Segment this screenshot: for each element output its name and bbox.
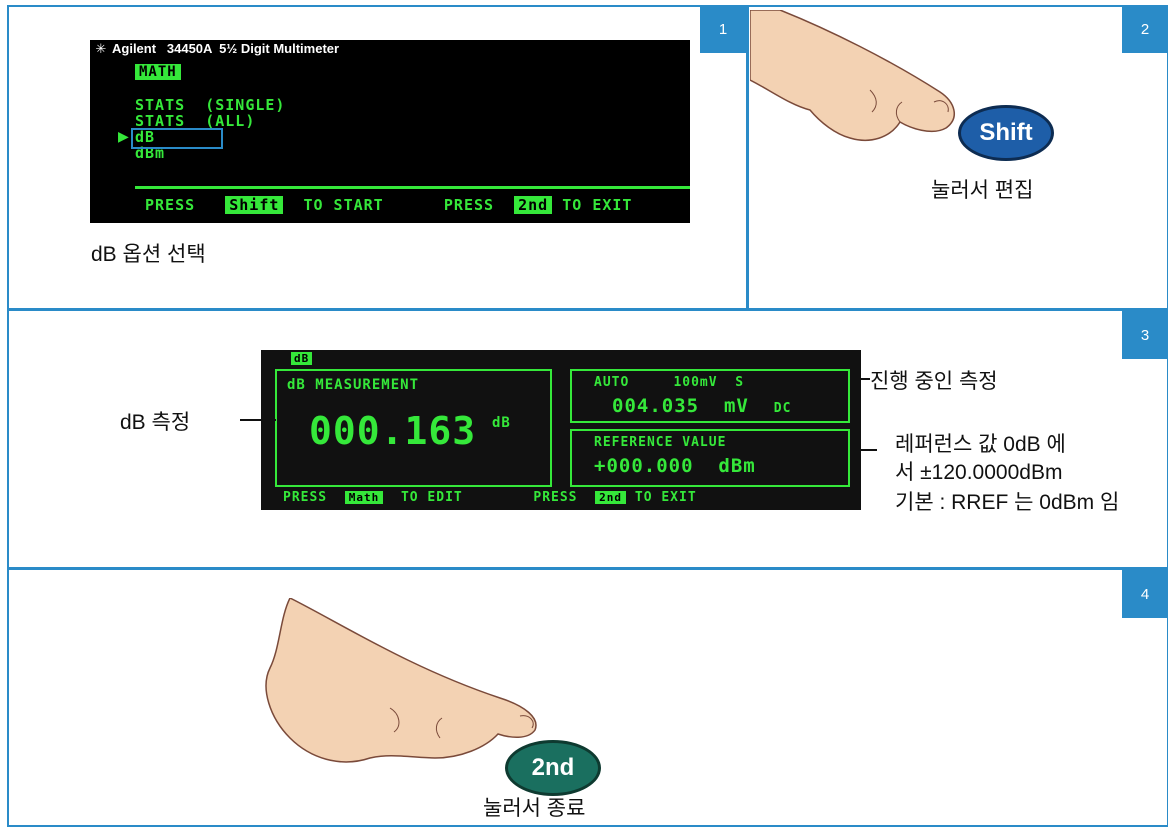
- reference-value-box: REFERENCE VALUE +000.000 dBm: [570, 429, 850, 487]
- db-measure-label: dB 측정: [120, 411, 191, 434]
- step-number-3: 3: [1122, 311, 1168, 359]
- in-progress-label: 진행 중인 측정: [870, 370, 998, 393]
- step-number-1: 1: [700, 5, 746, 53]
- reading-value-line: 004.035 mV DC: [612, 395, 792, 417]
- primary-reading-box: AUTO 100mV S 004.035 mV DC: [570, 369, 850, 423]
- menu-option-db: dB: [135, 128, 156, 146]
- db-mode-tag: dB: [291, 352, 313, 365]
- reference-value-title: REFERENCE VALUE: [594, 435, 727, 450]
- hand-pressing-2nd-icon: [265, 598, 537, 763]
- reference-value-line: +000.000 dBm: [594, 455, 756, 477]
- db-value: 000.163: [309, 409, 477, 453]
- divider-vertical: [746, 5, 749, 311]
- reference-note-line3: 기본 : RREF 는 0dBm 임: [895, 491, 1120, 514]
- display3-footer: PRESS Math TO EDIT PRESS 2nd TO EXIT: [283, 490, 697, 505]
- step-number-2: 2: [1122, 5, 1168, 53]
- step4-caption: 눌러서 종료: [483, 797, 586, 820]
- second-button-label: 2nd: [531, 754, 575, 781]
- reference-note-line2: 서 ±120.0000dBm: [895, 461, 1063, 484]
- step2-caption: 눌러서 편집: [931, 179, 1034, 202]
- shift-button[interactable]: Shift: [958, 105, 1054, 161]
- display-footer-rule: [135, 186, 690, 189]
- display-footer: PRESS Shift TO START PRESS 2nd TO EXIT: [145, 196, 633, 214]
- divider-row2: [7, 567, 1168, 570]
- display-header: ✳ Agilent 34450A 5½ Digit Multimeter: [90, 40, 690, 57]
- leader-reference: [851, 449, 877, 451]
- leader-in-progress: [851, 378, 870, 380]
- selection-pointer-icon: ▶: [118, 128, 129, 144]
- step-number-4: 4: [1122, 570, 1168, 618]
- divider-row1: [7, 308, 1168, 311]
- selection-highlight-box: [131, 128, 223, 149]
- menu-title: MATH: [135, 64, 181, 80]
- menu-option-stats-all: STATS (ALL): [135, 112, 256, 130]
- db-unit: dB: [492, 415, 511, 431]
- hand-pressing-shift-icon: [750, 10, 955, 142]
- step1-caption: dB 옵션 선택: [91, 243, 206, 266]
- multimeter-display-db: dB dB MEASUREMENT 000.163 dB AUTO 100mV …: [261, 350, 861, 510]
- db-measurement-box: dB MEASUREMENT 000.163 dB: [275, 369, 552, 487]
- reading-status-line: AUTO 100mV S: [594, 375, 745, 390]
- agilent-logo-icon: ✳: [95, 40, 107, 56]
- reference-note-line1: 레퍼런스 값 0dB 에: [895, 433, 1066, 456]
- shift-button-label: Shift: [979, 119, 1033, 146]
- db-measurement-title: dB MEASUREMENT: [287, 377, 420, 393]
- multimeter-display-menu: ✳ Agilent 34450A 5½ Digit Multimeter MAT…: [90, 40, 690, 223]
- second-button[interactable]: 2nd: [505, 740, 601, 796]
- menu-option-stats-single: STATS (SINGLE): [135, 96, 286, 114]
- leader-db-measure: [240, 419, 276, 421]
